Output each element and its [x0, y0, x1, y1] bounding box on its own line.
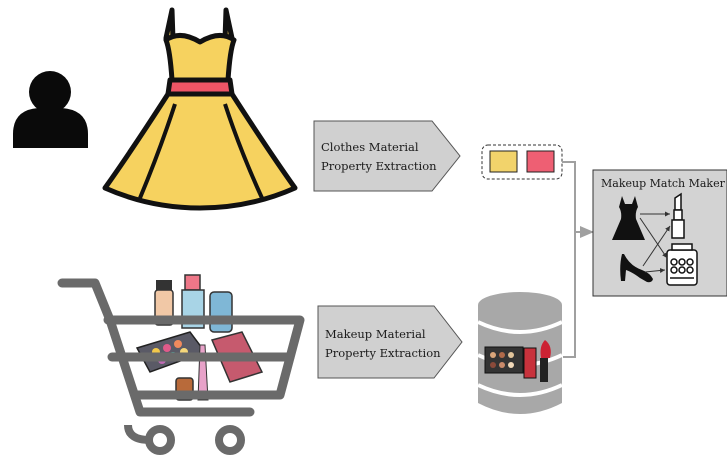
color-swatch-pink — [526, 150, 555, 173]
color-swatch-yellow — [489, 150, 518, 173]
clothes-extraction-line2: Property Extraction — [321, 159, 437, 173]
makeup-extraction-box: Makeup Material Property Extraction — [317, 305, 463, 379]
heel-icon — [620, 254, 653, 283]
makeup-match-maker-panel: Makeup Match Maker — [592, 169, 727, 297]
clothes-extraction-line1: Clothes Material — [321, 140, 419, 154]
match-maker-title: Makeup Match Maker — [601, 177, 726, 190]
shopping-cart-icon — [57, 274, 305, 455]
database-icon — [477, 292, 563, 414]
matching-arrows — [639, 211, 671, 273]
palette-icon — [666, 243, 698, 286]
extracted-colors — [481, 144, 563, 180]
connector-lines — [562, 161, 594, 358]
lipstick-icon — [671, 192, 685, 239]
cart-makeup-items — [135, 274, 264, 401]
makeup-extraction-line1: Makeup Material — [325, 327, 426, 341]
clothes-extraction-box: Clothes Material Property Extraction — [313, 120, 461, 192]
makeup-extraction-line2: Property Extraction — [325, 346, 441, 360]
dress-icon — [102, 7, 298, 211]
small-dress-icon — [612, 196, 645, 240]
person-icon — [13, 71, 88, 148]
database-makeup-items — [484, 340, 551, 382]
